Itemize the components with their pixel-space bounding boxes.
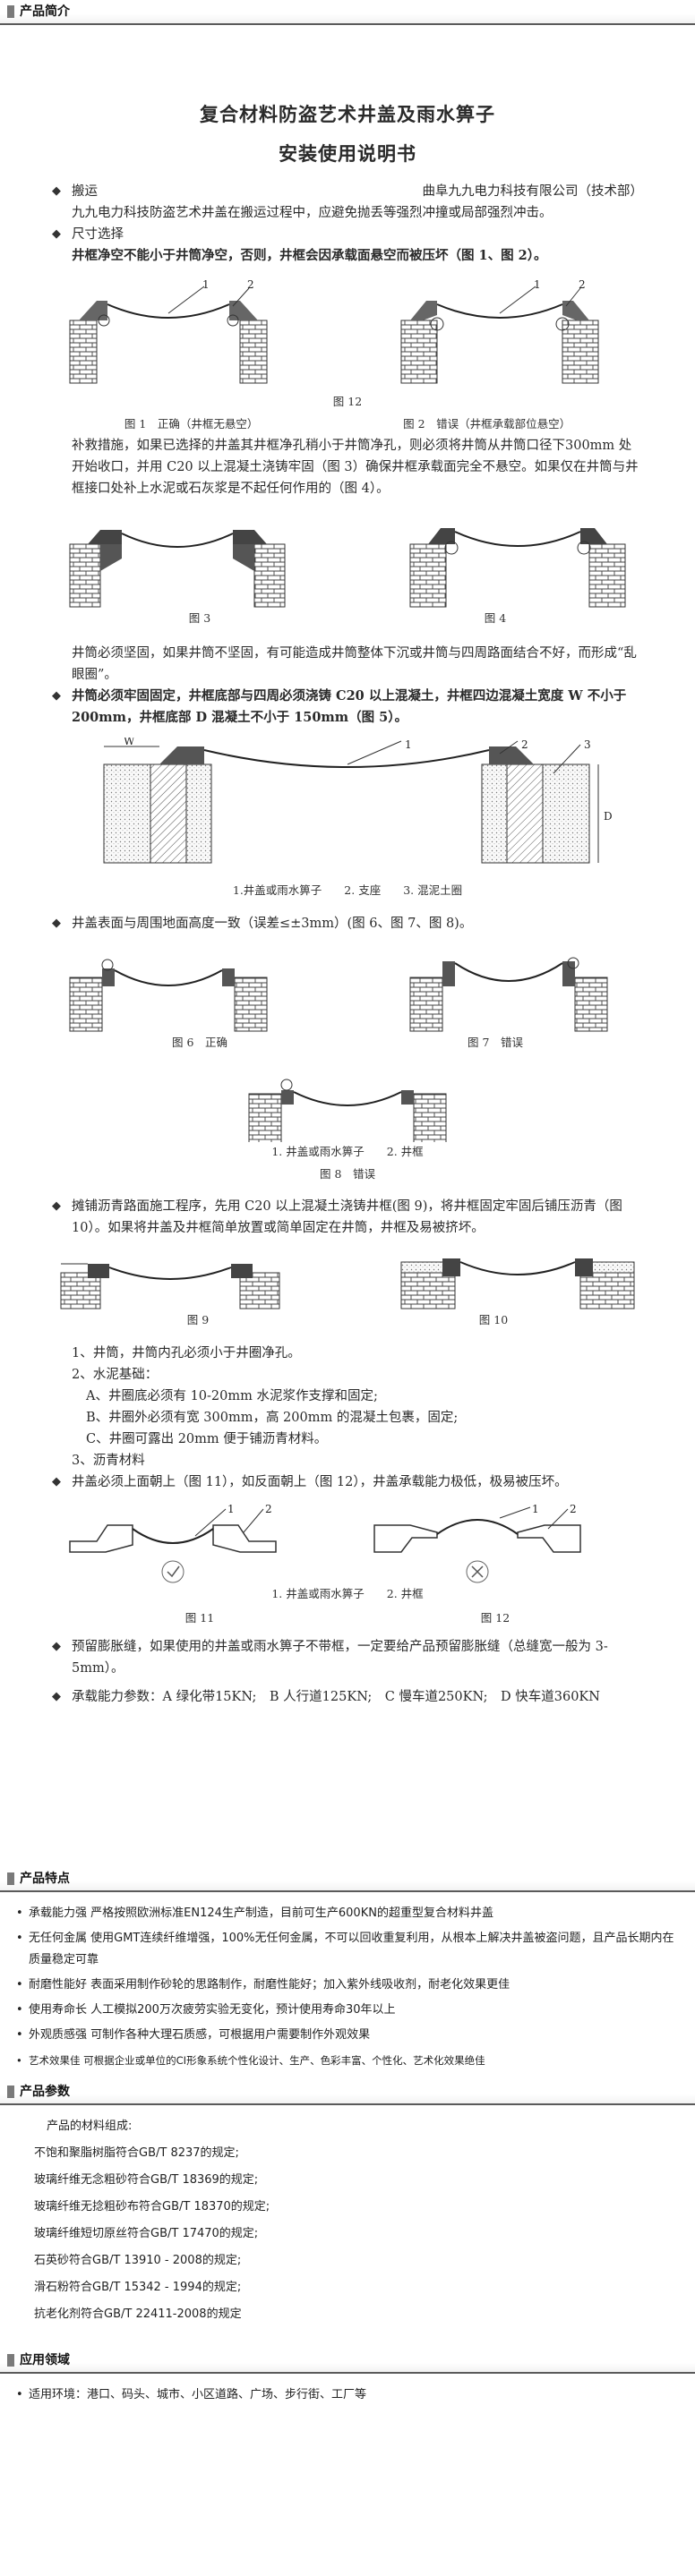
figure-9-10-drawing <box>60 1258 635 1309</box>
figure-8-drawing <box>248 1079 447 1142</box>
list-item: 玻璃纤维无念粗砂符合GB/T 18369的规定; <box>34 2173 259 2187</box>
fig12-label-1: 1 <box>532 1503 539 1515</box>
figure-2-caption: 图 2 错误（井框承载部位悬空） <box>403 417 571 431</box>
fig1-label-2: 2 <box>247 278 254 291</box>
section-title-params: 产品参数 <box>20 2085 70 2099</box>
transport-text: 九九电力科技防盗艺术井盖在搬运过程中，应避免抛丢等强烈冲撞或局部强烈冲击。 <box>72 206 553 220</box>
size-text: 井框净空不能小于井筒净空，否则，井框会因承载面悬空而被压坏（图 1、图 2）。 <box>72 248 547 263</box>
list-item: 适用环境：港口、码头、城市、小区道路、广场、步行街、工厂等 <box>16 2384 679 2406</box>
figure-3-caption: 图 3 <box>188 611 211 625</box>
figure-11-12: 1 2 1 2 1. 井盖或雨水箅子 2. 井框 图 11 图 12 <box>52 1502 643 1627</box>
installation-manual: 复合材料防盗艺术井盖及雨水箅子 安装使用说明书 ◆搬运 曲阜九九电力科技有限公司… <box>0 25 695 1867</box>
figure-4-caption: 图 4 <box>484 611 507 625</box>
section-header-features: 产品特点 <box>0 1867 695 1892</box>
list-item: 无任何金属 使用GMT连续纤维增强，100%无任何金属，不可以回收重复利用，从根… <box>16 1928 679 1971</box>
fig12-label-2: 2 <box>570 1503 577 1515</box>
figure-8: 1. 井盖或雨水箅子 2. 井框 图 8 错误 <box>52 1067 643 1187</box>
section-header-apps: 应用领域 <box>0 2349 695 2374</box>
list-item: 石英砂符合GB/T 13910 - 2008的规定; <box>34 2254 242 2267</box>
params-intro: 产品的材料组成: <box>47 2120 133 2133</box>
figure-5-caption: 1.井盖或雨水箅子 2. 支座 3. 混泥土圈 <box>232 883 463 897</box>
figure-1-2-legend: 图 12 <box>332 395 363 408</box>
apps-list: 适用环境：港口、码头、城市、小区道路、广场、步行街、工厂等 <box>0 2374 695 2415</box>
asphalt-heading: ◆摊铺沥青路面施工程序，先用 C20 以上混凝土浇铸井框(图 9)，将井框固定牢… <box>52 1196 643 1239</box>
diamond-bullet-icon: ◆ <box>52 689 61 703</box>
figure-1-2-drawing: 1 2 1 2 <box>69 278 599 384</box>
list-item: 玻璃纤维无捻粗砂布符合GB/T 18370的规定; <box>34 2200 270 2213</box>
features-list: 承载能力强 严格按照欧洲标准EN124生产制造，目前可生产600KN的超重型复合… <box>0 1892 695 2080</box>
figure-8-legend: 1. 井盖或雨水箅子 2. 井框 <box>271 1145 424 1158</box>
fig1-label-1: 1 <box>202 278 210 291</box>
fig5-label-2: 2 <box>521 738 528 751</box>
figure-3-4-drawing <box>69 528 626 608</box>
fig5-label-3: 3 <box>584 738 591 751</box>
figure-3-4: 图 3 图 4 <box>52 508 643 634</box>
step-2b: B、井圈外必须有宽 300mm，高 200mm 的混凝土包裹，固定; <box>86 1411 459 1425</box>
fig11-label-1: 1 <box>227 1503 235 1515</box>
diamond-bullet-icon: ◆ <box>52 1690 61 1703</box>
fig5-d-label: D <box>604 810 613 823</box>
list-item: 滑石粉符合GB/T 15342 - 1994的规定; <box>34 2281 242 2294</box>
figure-7-caption: 图 7 错误 <box>468 1036 523 1049</box>
solid-text: 井筒必须坚固，如果井筒不坚固，有可能造成井筒整体下沉或井筒与四周路面结合不好，而… <box>72 646 637 682</box>
figure-6-7-drawing <box>69 957 608 1032</box>
fig11-label-2: 2 <box>265 1503 272 1515</box>
figure-1-caption: 图 1 正确（井框无悬空） <box>124 417 259 431</box>
diamond-bullet-icon: ◆ <box>52 1640 61 1653</box>
list-item: 艺术效果佳 可根据企业或单位的CI形象系统个性化设计、生产、色彩丰富、个性化、艺… <box>16 2050 679 2071</box>
face-heading: ◆井盖必须上面朝上（图 11），如反面朝上（图 12），井盖承载能力极低，极易被… <box>52 1471 643 1493</box>
figure-11-12-drawing: 1 2 1 2 <box>69 1503 581 1583</box>
section-title-features: 产品特点 <box>20 1872 70 1886</box>
list-item: 使用寿命长 人工模拟200万次疲劳实验无变化，预计使用寿命30年以上 <box>16 2000 679 2021</box>
manual-subtitle: 安装使用说明书 <box>279 142 416 165</box>
step-2c: C、井圈可露出 20mm 便于铺沥青材料。 <box>86 1432 328 1446</box>
list-item: 外观质感强 可制作各种大理石质感，可根据用户需要制作外观效果 <box>16 2025 679 2046</box>
fig5-label-1: 1 <box>405 738 412 751</box>
fig5-w-label: W <box>124 738 135 747</box>
step-3: 3、沥青材料 <box>72 1454 145 1468</box>
gap-heading: ◆预留膨胀缝，如果使用的井盖或雨水箅子不带框，一定要给产品预留膨胀缝（总缝宽一般… <box>52 1636 643 1679</box>
figure-1-2: 1 2 1 2 图 12 图 1 正确（井框 <box>52 276 643 431</box>
diamond-bullet-icon: ◆ <box>52 227 61 241</box>
size-heading: ◆尺寸选择 <box>52 224 643 245</box>
section-header-intro: 产品简介 <box>0 0 695 25</box>
figure-6-caption: 图 6 正确 <box>172 1036 227 1049</box>
fig2-label-1: 1 <box>534 278 541 291</box>
figure-9-caption: 图 9 <box>186 1313 210 1326</box>
figure-11-caption: 图 11 <box>184 1611 215 1625</box>
list-item: 抗老化剂符合GB/T 22411-2008的规定 <box>34 2307 242 2321</box>
section-title-apps: 应用领域 <box>20 2353 70 2367</box>
figure-12-caption: 图 12 <box>480 1611 511 1625</box>
transport-heading: ◆搬运 曲阜九九电力科技有限公司（技术部） <box>52 181 643 202</box>
list-item: 承载能力强 严格按照欧洲标准EN124生产制造，目前可生产600KN的超重型复合… <box>16 1903 679 1924</box>
base-heading: ◆井筒必须牢固固定，井框底部与四周必须浇铸 C20 以上混凝土，井框四边混凝土宽… <box>52 686 643 729</box>
params-list: 产品的材料组成: 不饱和聚脂树脂符合GB/T 8237的规定; 玻璃纤维无念粗砂… <box>0 2105 695 2336</box>
company-name: 曲阜九九电力科技有限公司（技术部） <box>422 184 644 199</box>
list-item: 玻璃纤维短切原丝符合GB/T 17470的规定; <box>34 2227 259 2240</box>
section-title-intro: 产品简介 <box>20 4 70 19</box>
list-item: 不饱和聚脂树脂符合GB/T 8237的规定; <box>34 2146 239 2160</box>
diamond-bullet-icon: ◆ <box>52 1475 61 1488</box>
remedy-text: 补救措施，如果已选择的井盖其井框净孔稍小于井筒净孔，则必须将井筒从井筒口径下30… <box>72 439 639 496</box>
figure-8-caption: 图 8 错误 <box>320 1167 375 1181</box>
figure-5-drawing: W D 1 2 3 <box>103 738 613 864</box>
diamond-bullet-icon: ◆ <box>52 1199 61 1213</box>
figure-11-12-legend: 1. 井盖或雨水箅子 2. 井框 <box>271 1587 424 1600</box>
step-1: 1、井筒，井筒内孔必须小于井圈净孔。 <box>72 1346 301 1361</box>
figure-6-7: 图 6 正确 图 7 错误 <box>52 943 643 1058</box>
manual-title: 复合材料防盗艺术井盖及雨水箅子 <box>200 103 495 125</box>
figure-9-10: 图 9 图 10 <box>52 1248 643 1334</box>
fig2-label-2: 2 <box>579 278 586 291</box>
diamond-bullet-icon: ◆ <box>52 184 61 198</box>
figure-5: W D 1 2 3 1.井盖或雨水箅子 2. 支座 3. 混泥土圈 <box>52 738 643 904</box>
load-heading: ◆承载能力参数：A 绿化带15KN; B 人行道125KN; C 慢车道250K… <box>52 1686 643 1708</box>
height-heading: ◆井盖表面与周围地面高度一致（误差≤±3mm）(图 6、图 7、图 8)。 <box>52 913 643 934</box>
section-header-params: 产品参数 <box>0 2080 695 2105</box>
figure-10-caption: 图 10 <box>478 1313 509 1326</box>
list-item: 耐磨性能好 表面采用制作砂轮的思路制作，耐磨性能好；加入紫外线吸收剂，耐老化效果… <box>16 1975 679 1996</box>
diamond-bullet-icon: ◆ <box>52 917 61 930</box>
step-2a: A、井圈底必须有 10-20mm 水泥浆作支撑和固定; <box>86 1389 378 1403</box>
step-2: 2、水泥基础： <box>72 1368 159 1382</box>
